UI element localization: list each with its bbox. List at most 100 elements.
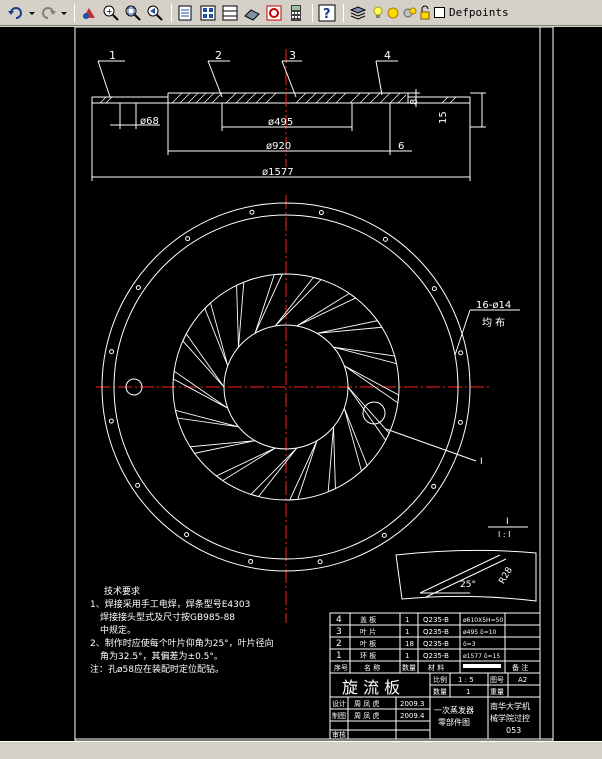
blade <box>327 426 336 493</box>
locating-hole-right <box>362 401 386 425</box>
bom-cell-no: 1 <box>336 651 342 661</box>
bolt-hole <box>318 210 324 216</box>
locating-hole-left <box>125 378 143 396</box>
title-block-text: 旋 流 板 比例 1 : 5 图号 A2 数量 1 重量 设计 周 凤 虎 20… <box>332 675 530 739</box>
blades-group <box>172 273 400 501</box>
blade <box>250 447 298 498</box>
layer-thaw-sun-icon[interactable] <box>386 3 400 23</box>
bolt-hole <box>135 285 141 291</box>
toolbar-separator <box>74 3 75 22</box>
dim-d920: ø920 <box>266 141 291 152</box>
bolt-hole <box>135 482 141 488</box>
bom-cell-material: Q235-B <box>423 640 449 648</box>
bom-cell-no: 2 <box>336 639 342 649</box>
design-date: 2009.3 <box>400 700 425 708</box>
bolt-holes-group <box>108 209 464 565</box>
scale-label: 比例 <box>433 675 447 684</box>
layer-viewport-icon[interactable] <box>402 3 418 23</box>
markup-icon[interactable] <box>264 3 284 23</box>
blade <box>316 320 383 334</box>
bolt-hole <box>431 483 437 489</box>
sheet-value: A2 <box>518 676 527 684</box>
dim-t6: 6 <box>398 141 404 152</box>
bom-header-name: 名 称 <box>364 663 380 672</box>
bolt-hole <box>248 558 254 564</box>
bom-cell-name: 叶 片 <box>360 627 376 636</box>
plan-view: 16-ø14 均 布 I <box>96 195 520 623</box>
bom-cell-remark: δ=3 <box>463 641 476 648</box>
detail-angle: 25° <box>460 580 476 590</box>
drawing-svg: 1 2 3 4 ø68 ø495 ø920 6 ø1577 15 8 <box>74 27 554 741</box>
bom-header-no: 序号 <box>334 663 348 672</box>
technical-requirements: 技术要求 1、焊接采用手工电焊，焊条型号E4303 焊接接头型式及尺寸按GB98… <box>90 585 274 675</box>
bom-cell-qty: 1 <box>405 652 409 660</box>
bom-header: 序号 名 称 数量 材 料 备 注 <box>334 663 528 672</box>
tech-line-5: 角为32.5°，其偏差为±0.5°。 <box>100 650 223 662</box>
bolt-hole <box>317 559 323 565</box>
current-layer-name[interactable]: Defpoints <box>449 6 509 19</box>
blade <box>254 273 283 334</box>
qty-label: 数量 <box>433 687 447 696</box>
toolbar-separator <box>171 3 172 22</box>
drawing-name-1: 一次蒸发器 <box>434 705 474 715</box>
dim-t8: 8 <box>409 99 420 105</box>
scale-value: 1 : 5 <box>458 676 474 684</box>
layer-color-swatch[interactable] <box>434 7 445 18</box>
undo-dropdown-icon[interactable] <box>28 3 36 23</box>
undo-icon[interactable] <box>6 3 26 23</box>
bom-header-fill <box>463 664 501 668</box>
blade <box>343 408 368 472</box>
design-center-icon[interactable] <box>198 3 218 23</box>
tool-palettes-icon[interactable] <box>220 3 240 23</box>
tech-line-3: 中规定。 <box>100 624 136 636</box>
tech-line-2: 焊接接头型式及尺寸按GB985-88 <box>100 611 235 623</box>
dim-d1577: ø1577 <box>262 167 294 178</box>
zoom-window-icon[interactable] <box>123 3 143 23</box>
part-label-4: 4 <box>384 49 391 62</box>
layer-on-bulb-icon[interactable] <box>372 3 384 23</box>
bom-cell-qty: 18 <box>405 640 414 648</box>
bill-of-materials <box>329 612 541 674</box>
svg-text:?: ? <box>323 7 331 22</box>
school-3: 053 <box>506 726 521 735</box>
bom-cell-qty: 1 <box>405 616 409 624</box>
layer-manager-icon[interactable] <box>348 3 368 23</box>
section-view: 1 2 3 4 ø68 ø495 ø920 6 ø1577 15 8 <box>91 49 486 181</box>
tech-title: 技术要求 <box>104 585 140 597</box>
qty-value: 1 <box>466 688 470 696</box>
sheet-border <box>74 27 554 741</box>
drawer: 周 凤 虎 <box>354 711 379 720</box>
drawing-title: 旋 流 板 <box>342 678 400 697</box>
standard-toolbar: + ? Defpoints <box>0 0 602 26</box>
svg-text:+: + <box>106 7 113 16</box>
holes-distribution-label: 均 布 <box>482 317 505 329</box>
tech-line-6: 注：孔ø58应在装配时定位配钻。 <box>90 663 224 675</box>
layer-lock-icon[interactable] <box>420 3 430 23</box>
zoom-previous-icon[interactable] <box>145 3 165 23</box>
blade <box>189 440 256 454</box>
holes-count-label: 16-ø14 <box>476 300 511 311</box>
help-icon[interactable]: ? <box>317 3 337 23</box>
dim-d68: ø68 <box>140 116 159 127</box>
redo-icon[interactable] <box>38 3 58 23</box>
bom-cell-remark: ø495 δ=10 <box>463 629 497 636</box>
sheet-set-icon[interactable] <box>242 3 262 23</box>
detail-view: I I : I 25° R28 <box>395 517 537 602</box>
bom-cell-material: Q235-B <box>423 616 449 624</box>
calculator-icon[interactable] <box>286 3 306 23</box>
part-label-2: 2 <box>215 49 222 62</box>
dim-d495: ø495 <box>268 117 293 128</box>
redo-dropdown-icon[interactable] <box>60 3 68 23</box>
drawing-canvas[interactable]: 1 2 3 4 ø68 ø495 ø920 6 ø1577 15 8 <box>0 27 602 741</box>
bom-cell-qty: 1 <box>405 628 409 636</box>
layer-control[interactable]: Defpoints <box>372 3 509 23</box>
title-block <box>329 672 541 740</box>
design-label: 设计 <box>332 699 346 708</box>
pan-realtime-icon[interactable] <box>79 3 99 23</box>
properties-icon[interactable] <box>176 3 196 23</box>
bom-cell-name: 叶 板 <box>360 639 376 648</box>
zoom-realtime-icon[interactable]: + <box>101 3 121 23</box>
detail-radius: R28 <box>497 565 515 586</box>
tech-line-1: 1、焊接采用手工电焊，焊条型号E4303 <box>90 598 250 610</box>
blade <box>296 292 357 327</box>
